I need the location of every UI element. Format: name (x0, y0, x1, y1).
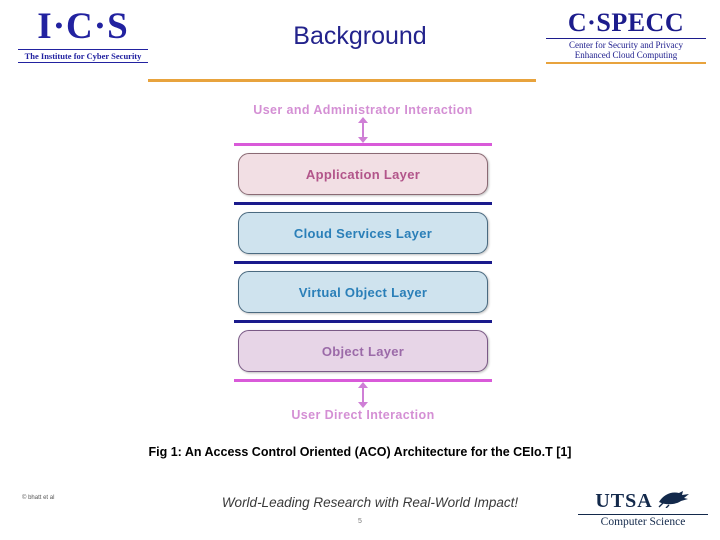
layer-cloud-services: Cloud Services Layer (238, 212, 488, 254)
footer-tagline: World-Leading Research with Real-World I… (221, 495, 519, 510)
layer-object: Object Layer (238, 330, 488, 372)
cspecc-logo: C·SPECC Center for Security and Privacy … (546, 10, 706, 64)
cspecc-logo-line2: Enhanced Cloud Computing (546, 50, 706, 64)
cspecc-logo-line1: Center for Security and Privacy (546, 38, 706, 50)
footer-page-number: 5 (358, 518, 362, 525)
double-arrow-icon-bottom (218, 382, 508, 408)
page-title: Background (293, 22, 427, 50)
ics-logo: I·C·S The Institute for Cyber Security (18, 6, 148, 63)
cspecc-logo-wordmark: C·SPECC (567, 8, 685, 37)
aco-architecture-diagram: User and Administrator Interaction Appli… (218, 103, 508, 433)
divider-blue-2 (234, 261, 492, 264)
double-arrow-icon-top (218, 117, 508, 143)
ics-logo-subtitle: The Institute for Cyber Security (18, 48, 148, 63)
layer-cloud-services-label: Cloud Services Layer (293, 225, 433, 241)
layer-application: Application Layer (238, 153, 488, 195)
footer-copyright: © bhatt et al (22, 495, 55, 501)
utsa-department-label: Computer Science (578, 514, 708, 528)
utsa-roadrunner-icon (657, 489, 691, 513)
ics-logo-wordmark: I·C·S (37, 6, 129, 47)
divider-blue-3 (234, 320, 492, 323)
layer-virtual-object: Virtual Object Layer (238, 271, 488, 313)
figure-caption: Fig 1: An Access Control Oriented (ACO) … (148, 445, 572, 459)
diagram-bottom-label: User Direct Interaction (291, 408, 435, 422)
divider-blue-1 (234, 202, 492, 205)
diagram-top-label: User and Administrator Interaction (253, 103, 473, 117)
utsa-wordmark: UTSA (595, 489, 653, 512)
divider-magenta-bottom (234, 379, 492, 382)
slide-header: I·C·S The Institute for Cyber Security B… (0, 0, 720, 88)
header-divider-rule (148, 79, 536, 82)
layer-virtual-object-label: Virtual Object Layer (298, 284, 428, 300)
layer-application-label: Application Layer (305, 166, 421, 182)
utsa-logo: UTSA Computer Science (578, 489, 708, 528)
divider-magenta-top (234, 143, 492, 146)
layer-object-label: Object Layer (321, 343, 405, 359)
